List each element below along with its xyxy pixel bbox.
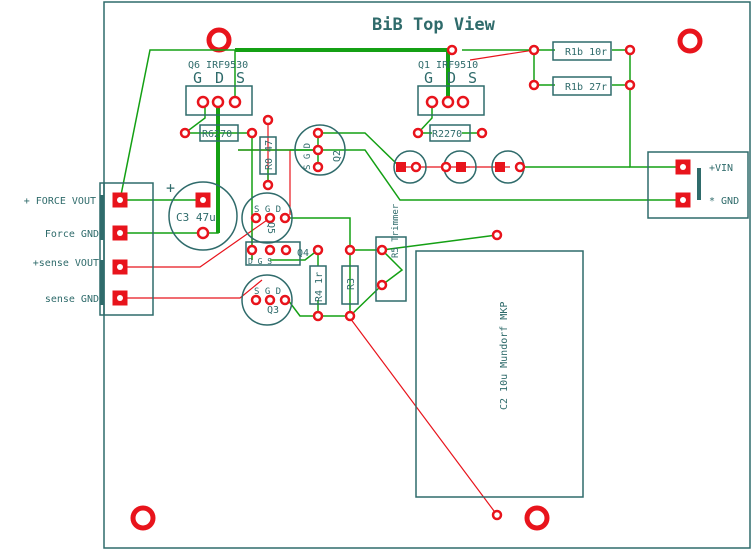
q3-label: Q3 xyxy=(267,305,279,316)
q3-pin-labels: S G D xyxy=(254,287,281,297)
diode-pads xyxy=(396,162,505,172)
sense-vout-label: +sense VOUT xyxy=(33,258,99,269)
square-pad-holes xyxy=(117,164,686,301)
c2-body xyxy=(415,250,584,498)
r3-label: R3 xyxy=(346,278,357,290)
c3-polarity-mark: + xyxy=(166,179,175,197)
board-title: BiB Top View xyxy=(372,15,496,35)
round-pads xyxy=(179,44,636,521)
mounting-hole-top-right xyxy=(677,28,703,54)
q4-label: Q4 xyxy=(297,248,309,259)
q5-body xyxy=(241,192,293,244)
q5-label: Q5 xyxy=(265,222,276,234)
q6-pin-s: S xyxy=(236,69,245,87)
r4-label: R4 1r xyxy=(314,272,325,302)
c3-label: C3 47u xyxy=(176,211,216,224)
q2-label: Q2 xyxy=(332,150,343,162)
input-connector-body xyxy=(647,151,749,219)
q6-label: Q6 IRF9530 xyxy=(188,60,248,71)
q1-pin-d: D xyxy=(447,69,456,87)
c3-body xyxy=(168,181,238,251)
diode-1-body xyxy=(393,150,427,184)
output-connector-body xyxy=(99,182,154,316)
q1-pin-g: G xyxy=(424,69,433,87)
q6-package xyxy=(185,85,253,116)
mounting-hole-top-left xyxy=(206,27,232,53)
q1-pin-s: S xyxy=(468,69,477,87)
r1b10-label: R1b 10r xyxy=(565,47,607,58)
r4-body xyxy=(309,265,327,305)
q4-pin-labels: D G S xyxy=(248,257,272,266)
r1b27-label: R1b 27r xyxy=(565,82,607,93)
c2-label: C2 10u Mundorf MKP xyxy=(499,302,510,410)
sense-gnd-label: sense GND xyxy=(45,294,99,305)
q6-pin-d: D xyxy=(215,69,224,87)
force-vout-label: + FORCE VOUT xyxy=(24,196,96,207)
gnd-label: * GND xyxy=(709,196,739,207)
r1b10-body xyxy=(552,41,612,61)
r5-body xyxy=(375,236,407,302)
r5-label: R5 Trimmer xyxy=(391,203,401,258)
connector-bars xyxy=(100,168,701,305)
mounting-hole-bottom-left xyxy=(130,505,156,531)
mounting-hole-bottom-right xyxy=(524,505,550,531)
q1-package xyxy=(417,85,485,116)
q6-pin-g: G xyxy=(193,69,202,87)
component-outlines xyxy=(99,41,749,498)
r0-label: R0 47 xyxy=(264,140,275,170)
bottom-traces xyxy=(120,49,535,516)
q2-pin-labels: S G D xyxy=(303,143,313,170)
force-gnd-label: Force GND xyxy=(45,229,99,240)
q3-body xyxy=(241,274,293,326)
r6-label: R6270 xyxy=(202,129,232,140)
r6-body xyxy=(199,124,239,142)
r2-label: R2270 xyxy=(432,129,462,140)
q4-body xyxy=(245,241,301,266)
r0-body xyxy=(259,136,277,175)
r1b27-body xyxy=(552,76,612,96)
q2-body xyxy=(294,124,346,176)
diode-round-pads xyxy=(410,161,526,173)
q1-label: Q1 IRF9510 xyxy=(418,60,478,71)
q5-pin-labels: S G D xyxy=(254,205,281,215)
r2-body xyxy=(429,124,471,142)
vin-label: +VIN xyxy=(709,163,733,174)
r3-body xyxy=(341,265,359,305)
